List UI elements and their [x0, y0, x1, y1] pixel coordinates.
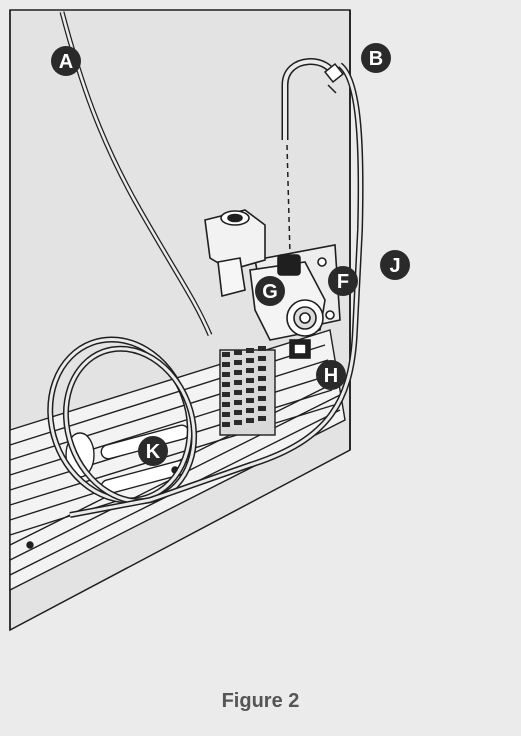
callout-b-label: B	[369, 48, 383, 70]
callout-a: A	[51, 46, 81, 76]
callout-j: J	[380, 250, 410, 280]
callout-g-label: G	[262, 281, 278, 303]
callout-f: F	[328, 266, 358, 296]
callout-k-label: K	[146, 441, 161, 463]
callout-f-label: F	[337, 271, 349, 293]
callout-b: B	[361, 43, 391, 73]
callout-k: K	[138, 436, 168, 466]
callout-a-label: A	[59, 51, 73, 73]
callout-h: H	[316, 360, 346, 390]
figure-caption: Figure 2	[0, 690, 521, 713]
callout-h-label: H	[324, 365, 338, 387]
callout-g: G	[255, 276, 285, 306]
callout-j-label: J	[389, 255, 400, 277]
